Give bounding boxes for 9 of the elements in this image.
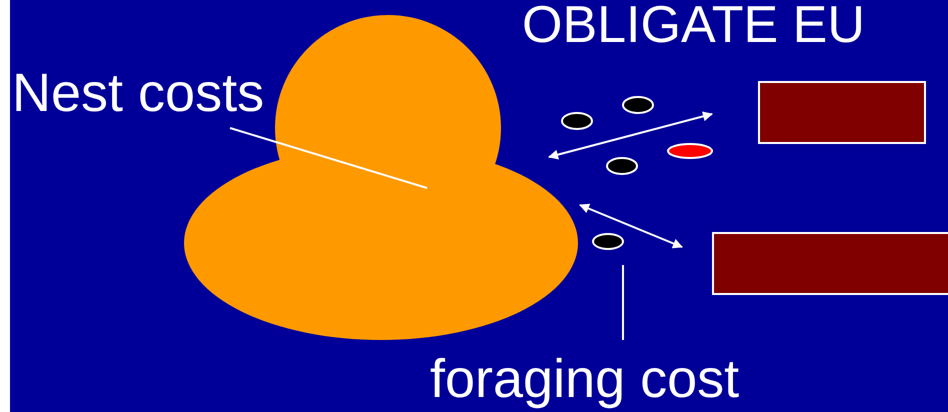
double-arrow [548, 111, 713, 160]
caption-text: foraging cost [430, 352, 740, 406]
leader-line [622, 265, 624, 340]
caption-text: Nest costs [12, 66, 264, 120]
block [712, 232, 948, 295]
double-arrow [579, 204, 683, 248]
block [758, 81, 926, 144]
title: OBLIGATE EU [522, 0, 865, 56]
leader-line [230, 127, 428, 189]
